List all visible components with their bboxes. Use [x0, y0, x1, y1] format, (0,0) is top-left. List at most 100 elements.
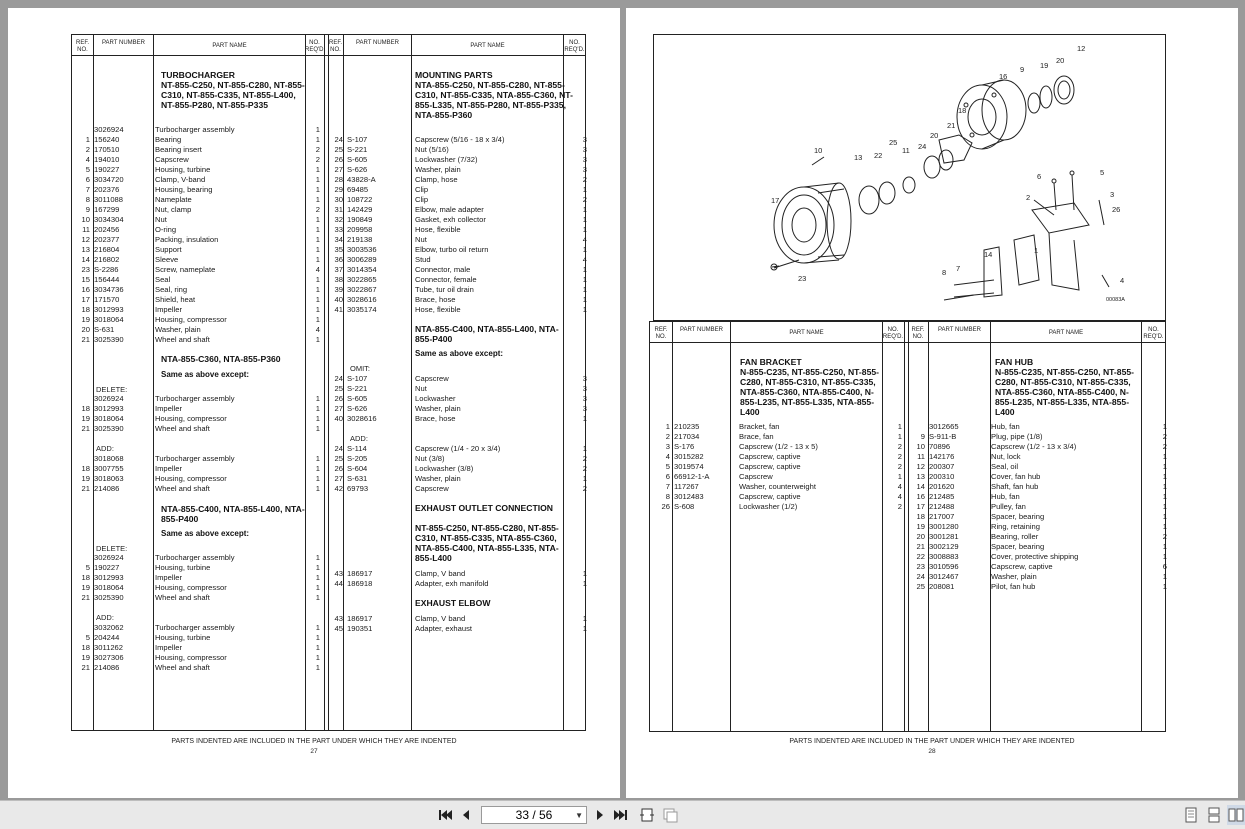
- section-title: EXHAUST ELBOW: [415, 598, 491, 608]
- qty-cell: 1: [315, 135, 320, 144]
- ref-cell: 23: [916, 562, 925, 571]
- part-name-cell: Housing, compressor: [155, 315, 227, 324]
- fit-width-button[interactable]: [661, 805, 679, 825]
- part-name-cell: Housing, bearing: [155, 185, 213, 194]
- part-number-cell: 3012665: [929, 422, 959, 431]
- ref-cell: 39: [334, 285, 343, 294]
- ref-cell: 21: [916, 542, 925, 551]
- header-part-number: PART NUMBER: [101, 40, 145, 46]
- ref-cell: 16: [916, 492, 925, 501]
- delete-label: DELETE:: [96, 385, 128, 394]
- ref-cell: 11: [82, 225, 90, 234]
- part-name-cell: Housing, turbine: [155, 563, 211, 572]
- callout: 13: [854, 153, 862, 162]
- header-part-name: PART NAME: [1048, 330, 1084, 336]
- qty-cell: 3: [582, 135, 587, 144]
- callout: 25: [889, 138, 897, 147]
- part-number-cell: 217007: [929, 512, 955, 521]
- callout: 8: [942, 268, 946, 277]
- qty-cell: 1: [315, 474, 320, 483]
- fit-page-button[interactable]: [638, 805, 656, 825]
- first-page-button[interactable]: [436, 805, 454, 825]
- qty-cell: 1: [315, 305, 320, 314]
- section-title: MOUNTING PARTS: [415, 70, 493, 80]
- page-number-select[interactable]: 33 / 56 ▼: [481, 806, 587, 824]
- ref-cell: 6: [85, 175, 90, 184]
- part-number-cell: 3012993: [94, 305, 124, 314]
- part-name-cell: Cover, protective shipping: [991, 552, 1079, 561]
- next-page-button[interactable]: [592, 805, 608, 825]
- part-number-cell: 200307: [929, 462, 955, 471]
- qty-cell: 2: [897, 452, 902, 461]
- part-name-cell: Impeller: [155, 305, 183, 314]
- part-number-cell: 156240: [94, 135, 120, 144]
- part-name-cell: Adapter, exhaust: [415, 624, 472, 633]
- section-title: NTA-855-C400, NTA-855-L400, NTA-855-P400: [161, 504, 305, 525]
- qty-cell: 1: [1162, 422, 1167, 431]
- qty-cell: 1: [315, 464, 320, 473]
- ref-cell: 26: [334, 394, 343, 403]
- header-ref-no: REF. NO.: [75, 40, 89, 53]
- part-name-cell: Elbow, male adapter: [415, 205, 484, 214]
- ref-cell: 13: [916, 472, 925, 481]
- qty-cell: 1: [315, 285, 320, 294]
- qty-cell: 1: [582, 305, 587, 314]
- part-name-cell: Stud: [415, 255, 431, 264]
- two-page-view-button[interactable]: [1227, 805, 1245, 825]
- last-page-button[interactable]: [612, 805, 630, 825]
- qty-cell: 1: [582, 275, 587, 284]
- part-name-cell: Capscrew, captive: [991, 562, 1053, 571]
- qty-cell: 1: [315, 394, 320, 403]
- ref-cell: 5: [85, 165, 90, 174]
- part-number-cell: 167299: [94, 205, 120, 214]
- part-number-cell: S-221: [347, 384, 368, 393]
- diagram-code: 00083A: [1106, 297, 1125, 303]
- ref-cell: 18: [81, 464, 90, 473]
- ref-cell: 5: [85, 633, 90, 642]
- ref-cell: 19: [81, 315, 90, 324]
- qty-cell: 2: [315, 145, 320, 154]
- part-number-cell: 3012993: [94, 573, 124, 582]
- ref-cell: 19: [81, 474, 90, 483]
- qty-cell: 1: [315, 663, 320, 672]
- ref-cell: 9: [85, 205, 90, 214]
- ref-cell: 42: [334, 484, 343, 493]
- part-name-cell: Clamp, V band: [415, 569, 466, 578]
- continuous-view-button[interactable]: [1205, 805, 1223, 825]
- qty-cell: 3: [582, 384, 587, 393]
- ref-cell: 17: [916, 502, 925, 511]
- qty-cell: 1: [315, 643, 320, 652]
- part-name-cell: Shield, heat: [155, 295, 196, 304]
- ref-cell: 14: [81, 255, 90, 264]
- part-number-cell: 190227: [94, 563, 120, 572]
- qty-cell: 1: [582, 624, 587, 633]
- previous-page-button[interactable]: [458, 805, 474, 825]
- qty-cell: 2: [582, 484, 587, 493]
- part-name-cell: Connector, male: [415, 265, 471, 274]
- part-number-cell: 212485: [929, 492, 955, 501]
- page-27: REF. NO. PART NUMBER PART NAME NO. REQ'D…: [8, 8, 620, 798]
- part-name-cell: Capscrew (1/4 - 20 x 3/4): [415, 444, 501, 453]
- part-number-cell: 3034720: [94, 175, 124, 184]
- single-page-view-button[interactable]: [1182, 805, 1200, 825]
- ref-cell: 27: [334, 474, 343, 483]
- part-name-cell: Housing, turbine: [155, 633, 211, 642]
